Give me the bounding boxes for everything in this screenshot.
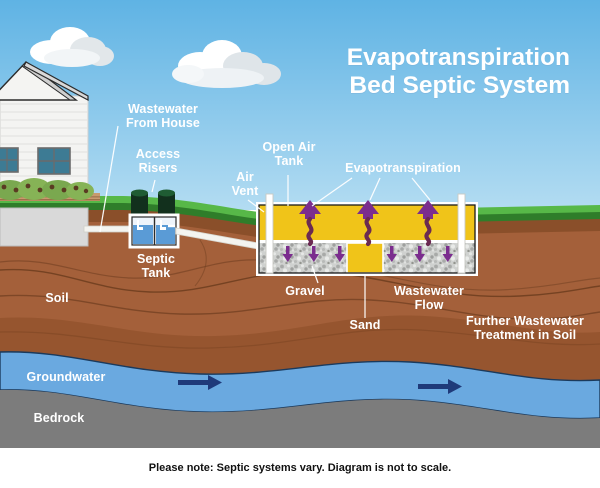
leader-lines — [99, 125, 431, 318]
vent-pipe-right — [457, 193, 466, 274]
flow-arrow-4 — [386, 246, 397, 262]
house-roof-slope — [23, 61, 89, 101]
cloud-left — [30, 27, 114, 67]
evapotranspiration-arrow-2 — [357, 200, 379, 247]
groundwater-arrow-right — [418, 379, 462, 394]
cloud-right — [172, 40, 281, 88]
groundwater-arrow-left — [178, 375, 222, 390]
leader-gravel — [311, 265, 319, 284]
access-riser-right — [158, 193, 175, 215]
leader-access-risers — [151, 179, 156, 193]
house-shrubs — [0, 178, 94, 200]
access-riser-left — [131, 193, 148, 215]
flow-arrow-5 — [414, 246, 425, 262]
soil-strata-3 — [0, 259, 261, 279]
wastewater-flow-arrows — [282, 246, 453, 262]
page-title: Evapotranspiration Bed Septic System — [346, 44, 570, 99]
soil-strata-2 — [0, 294, 600, 320]
scene — [0, 0, 600, 448]
pipe-house-to-tank — [83, 225, 135, 233]
evapotranspiration-arrow-3 — [417, 200, 439, 247]
flow-arrow-6 — [442, 246, 453, 262]
evapotranspiration-arrow-1 — [299, 200, 321, 247]
leader-et-1 — [311, 177, 353, 207]
evapotranspiration-arrows — [299, 200, 439, 247]
house-foundation — [0, 207, 89, 247]
flow-arrow-1 — [282, 246, 293, 262]
bedrock-layer — [0, 389, 600, 448]
scene-illustration — [0, 0, 600, 448]
leader-air-vent — [247, 199, 265, 213]
soil-strata-6 — [194, 239, 207, 287]
sand-column — [346, 242, 384, 274]
house-wall — [0, 95, 89, 195]
house — [0, 61, 100, 247]
footer-note-text: Please note: Septic systems vary. Diagra… — [148, 462, 452, 474]
leader-et-2 — [369, 177, 381, 201]
footer-note: Please note: Septic systems vary. Diagra… — [0, 448, 600, 488]
flow-arrow-3 — [334, 246, 345, 262]
septic-tank — [128, 189, 180, 249]
leader-et-3 — [411, 177, 431, 201]
flow-arrow-2 — [308, 246, 319, 262]
vent-pipe-left — [265, 193, 274, 274]
sky — [0, 0, 600, 210]
leader-wastewater-from-house — [99, 125, 119, 233]
